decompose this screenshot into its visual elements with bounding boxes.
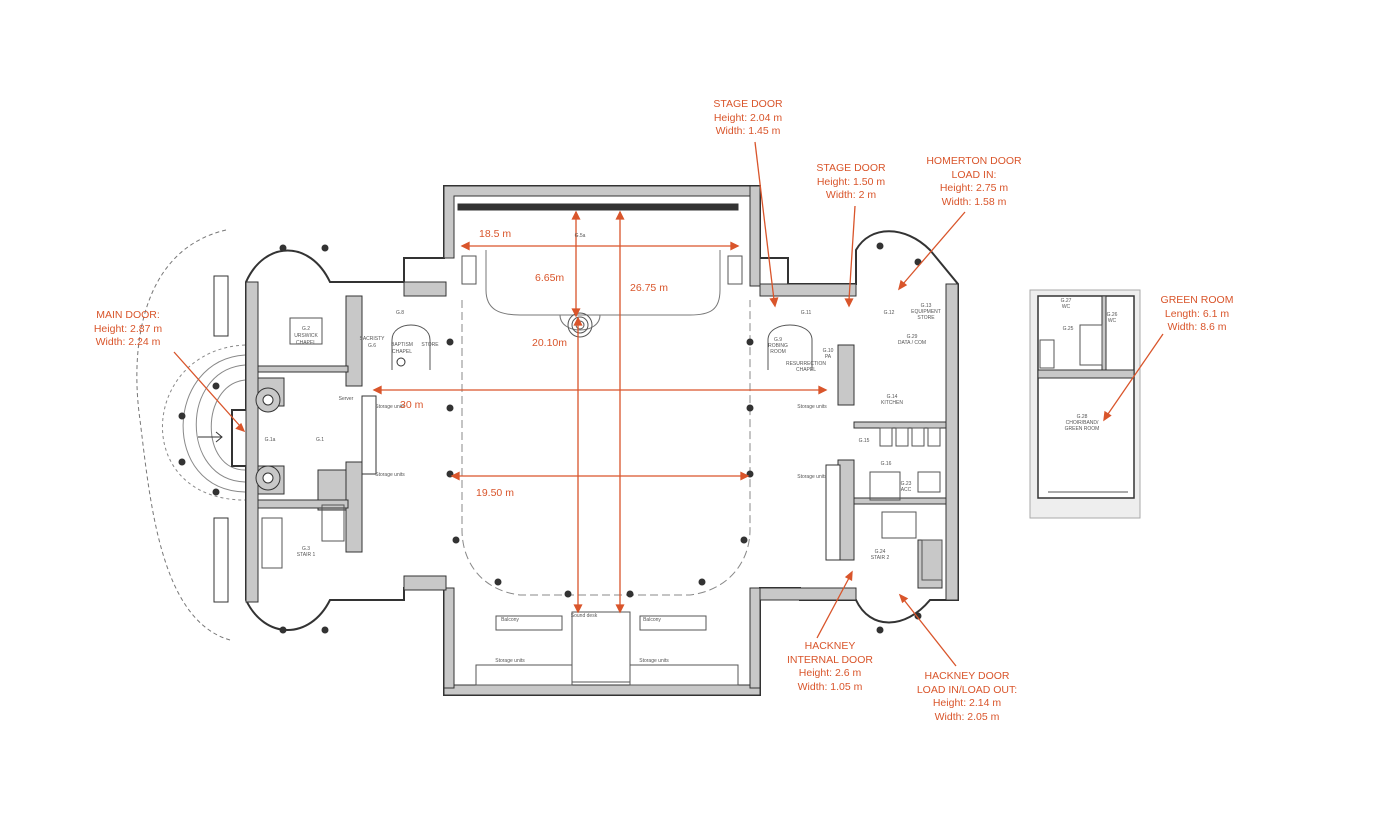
callout-width: Width: 2 m [825, 189, 877, 201]
svg-text:WC: WC [1062, 304, 1071, 310]
svg-text:CHAPEL: CHAPEL [296, 340, 316, 346]
callout-homerton-door: HOMERTON DOOR LOAD IN: Height: 2.75 m Wi… [922, 155, 1026, 209]
svg-text:Storage units: Storage units [797, 404, 827, 410]
svg-text:G.10: G.10 [823, 348, 834, 354]
callout-width: Width: 2.05 m [934, 710, 1000, 723]
svg-text:G.1a: G.1a [265, 437, 276, 443]
callout-subtitle: LOAD IN: [951, 168, 997, 181]
svg-text:BAPTISM: BAPTISM [391, 342, 413, 348]
dimension-arrows [372, 210, 828, 614]
callout-hackney-load-door: HACKNEY DOOR LOAD IN/LOAD OUT: Height: 2… [906, 670, 1028, 724]
svg-text:ROOM: ROOM [770, 349, 786, 355]
svg-text:G.14: G.14 [887, 394, 898, 400]
svg-text:G.13: G.13 [921, 303, 932, 309]
callout-stage-door-1: STAGE DOOR Height: 2.04 m Width: 1.45 m [707, 98, 789, 139]
svg-text:STAIR 2: STAIR 2 [871, 555, 890, 561]
svg-text:G.6: G.6 [368, 343, 376, 349]
callout-width: Width: 8.6 m [1167, 321, 1227, 333]
callout-title: STAGE DOOR [816, 162, 886, 174]
svg-text:ROBING: ROBING [768, 343, 788, 349]
callout-width: Width: 1.58 m [941, 195, 1007, 208]
svg-text:G.28: G.28 [1077, 414, 1088, 420]
callout-length: Length: 6.1 m [1164, 307, 1230, 320]
svg-text:SACRISTY: SACRISTY [359, 336, 385, 342]
svg-text:WC: WC [1108, 318, 1117, 324]
svg-text:RESURRECTION: RESURRECTION [786, 361, 826, 367]
svg-text:G.12: G.12 [884, 310, 895, 316]
svg-text:G.25: G.25 [1063, 326, 1074, 332]
svg-text:G.26: G.26 [1107, 312, 1118, 318]
svg-text:URSWICK: URSWICK [294, 333, 318, 339]
svg-text:ACC: ACC [901, 487, 912, 493]
svg-text:G.11: G.11 [801, 310, 812, 316]
svg-text:G.27: G.27 [1061, 298, 1072, 304]
callout-height: Height: 2.87 m [93, 322, 163, 335]
dim-stage-depth: 6.65m [535, 272, 565, 284]
callout-stage-door-2: STAGE DOOR Height: 1.50 m Width: 2 m [810, 162, 892, 203]
callout-width: Width: 1.05 m [797, 680, 863, 693]
svg-text:PA: PA [825, 354, 832, 360]
svg-text:G.9: G.9 [774, 337, 782, 343]
svg-text:Storage units: Storage units [495, 658, 525, 664]
svg-text:G.24: G.24 [875, 549, 886, 555]
svg-text:G.29: G.29 [907, 334, 918, 340]
plan-geometry [136, 185, 1141, 696]
svg-text:G.15: G.15 [859, 438, 870, 444]
svg-text:EQUIPMENT: EQUIPMENT [911, 309, 941, 315]
svg-text:STORE: STORE [421, 342, 439, 348]
callout-title: MAIN DOOR: [96, 309, 160, 321]
svg-text:Storage units: Storage units [797, 474, 827, 480]
svg-text:CHAPEL: CHAPEL [392, 349, 412, 355]
callout-subtitle: INTERNAL DOOR [787, 653, 873, 666]
svg-text:Server: Server [339, 396, 354, 402]
svg-text:Sound desk: Sound desk [571, 613, 598, 619]
callout-title: HACKNEY DOOR [924, 670, 1010, 682]
dim-hall-depth: 20.10m [532, 337, 568, 349]
callout-title: GREEN ROOM [1160, 294, 1234, 306]
svg-text:G.1: G.1 [316, 437, 324, 443]
svg-text:STAIR 1: STAIR 1 [297, 552, 316, 558]
svg-text:Storage units: Storage units [375, 472, 405, 478]
room-labels: G.2 URSWICK CHAPEL G.8 SACRISTY G.6 BAPT… [265, 233, 1118, 664]
svg-text:G.3: G.3 [302, 546, 310, 552]
dim-hall-inner-width: 19.50 m [476, 487, 514, 499]
callout-width: Width: 1.45 m [715, 125, 781, 137]
svg-text:Storage units: Storage units [375, 404, 405, 410]
callout-title: HACKNEY [804, 640, 856, 652]
dim-stage-width: 18.5 m [479, 228, 512, 240]
dim-hall-length: 26.75 m [630, 282, 668, 294]
svg-text:G.5a: G.5a [575, 233, 586, 239]
callout-height: Height: 1.50 m [816, 175, 886, 188]
callout-title: STAGE DOOR [713, 98, 783, 110]
svg-text:KITCHEN: KITCHEN [881, 400, 903, 406]
svg-text:DATA / COM: DATA / COM [898, 340, 926, 346]
callout-height: Height: 2.04 m [713, 111, 783, 124]
svg-text:G.16: G.16 [881, 461, 892, 467]
callout-hackney-internal-door: HACKNEY INTERNAL DOOR Height: 2.6 m Widt… [778, 640, 882, 694]
dim-hall-width: 30 m [400, 399, 424, 411]
callout-arrows [173, 141, 1164, 667]
callout-title: HOMERTON DOOR [926, 155, 1022, 167]
svg-text:CHOIR/BAND/: CHOIR/BAND/ [1066, 420, 1099, 426]
svg-text:CHAPEL: CHAPEL [796, 367, 816, 373]
callout-height: Height: 2.14 m [932, 697, 1002, 709]
svg-text:Balcony: Balcony [501, 617, 519, 623]
svg-text:G.23: G.23 [901, 481, 912, 487]
svg-text:G.2: G.2 [302, 326, 310, 332]
callout-height: Height: 2.75 m [939, 182, 1009, 194]
svg-text:Storage units: Storage units [639, 658, 669, 664]
callout-height: Height: 2.6 m [798, 667, 862, 679]
svg-text:G.8: G.8 [396, 310, 404, 316]
svg-text:GREEN ROOM: GREEN ROOM [1065, 426, 1100, 432]
svg-text:STORE: STORE [917, 315, 935, 321]
svg-text:Balcony: Balcony [643, 617, 661, 623]
callout-width: Width: 2.24 m [95, 336, 161, 348]
callout-subtitle: LOAD IN/LOAD OUT: [916, 683, 1018, 696]
callout-main-door: MAIN DOOR: Height: 2.87 m Width: 2.24 m [86, 309, 170, 350]
callout-green-room: GREEN ROOM Length: 6.1 m Width: 8.6 m [1152, 294, 1242, 335]
